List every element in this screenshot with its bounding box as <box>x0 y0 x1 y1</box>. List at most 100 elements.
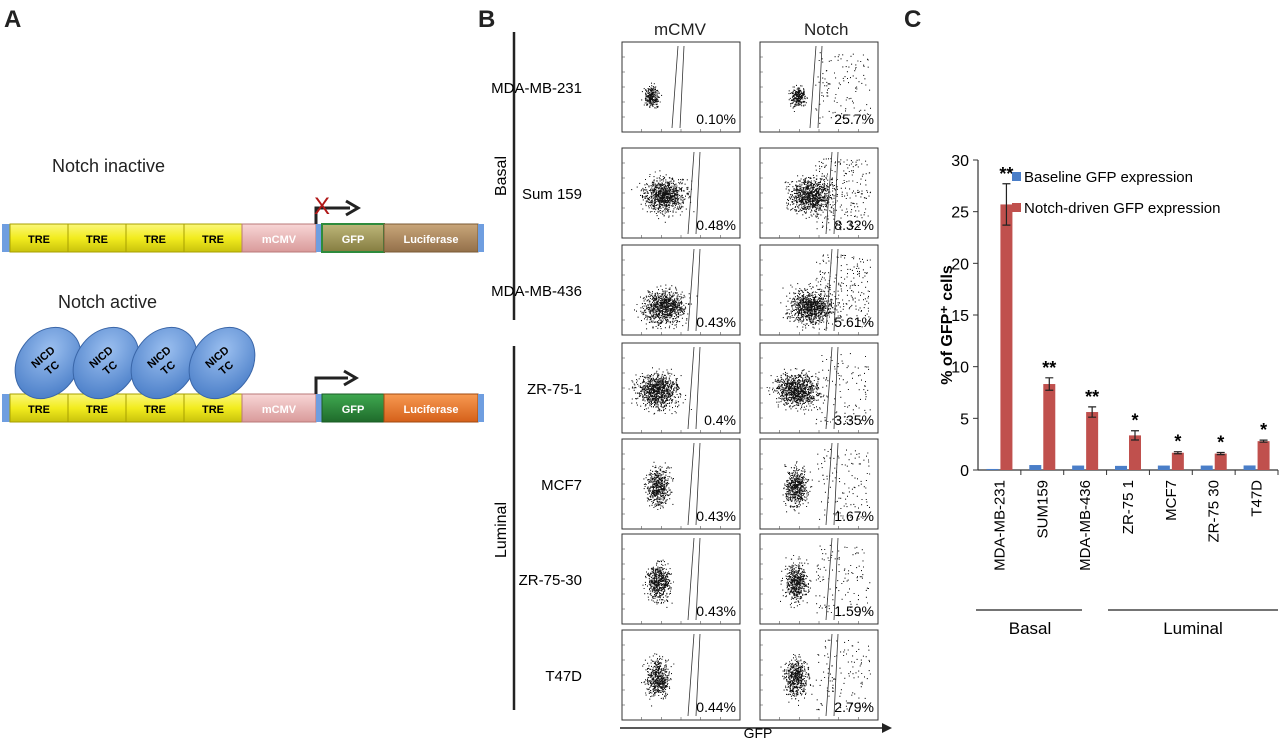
scatter-dots <box>788 52 871 124</box>
notch-inactive-label: Notch inactive <box>52 156 166 176</box>
basal-group-label: Basal <box>1009 619 1052 638</box>
scatter-plot-notch: 25.7% <box>759 41 879 133</box>
legend: Baseline GFP expression Notch-driven GFP… <box>1012 169 1220 217</box>
gfp-percent-notch: 1.59% <box>834 603 874 619</box>
panel-c-letter: C <box>904 6 922 33</box>
col-header-notch: Notch <box>804 20 849 39</box>
plot-frame <box>621 629 741 721</box>
cell-line-label: MDA-MB-436 <box>491 283 582 300</box>
tre-label: TRE <box>28 234 50 246</box>
tre-label: TRE <box>86 404 108 416</box>
gfp-percent-mcmv: 0.48% <box>696 217 736 233</box>
nicd-ellipse <box>130 326 198 400</box>
legend-swatch-baseline <box>1012 172 1021 181</box>
scatter-dots <box>641 653 675 707</box>
gfp-percent-notch: 8.32% <box>834 217 874 233</box>
luminal-group-label: Luminal <box>1163 619 1223 638</box>
tre-label: TRE <box>202 234 224 246</box>
plot-frame <box>621 41 741 133</box>
error-bar <box>1002 183 1011 226</box>
notch-active-label: Notch active <box>58 292 158 312</box>
luciferase-box <box>383 223 479 253</box>
mcmv-label: mCMV <box>262 404 297 416</box>
y-tick-label: 15 <box>951 308 969 325</box>
scatter-plot-mcmv: 0.10% <box>621 41 741 133</box>
error-bar <box>1088 406 1097 418</box>
gfp-percent-notch: 3.35% <box>834 412 874 428</box>
scatter-plot-notch: 2.79% <box>759 629 879 721</box>
gate-line <box>687 248 701 332</box>
scatter-plot-mcmv: 0.43% <box>621 244 741 336</box>
scatter-plot-notch: 3.35% <box>759 342 879 434</box>
significance-mark: ** <box>1085 387 1099 407</box>
luciferase-label: Luciferase <box>403 234 458 246</box>
scatter-plot-mcmv: 0.43% <box>621 533 741 625</box>
gate-line <box>687 346 701 430</box>
scatter-dots <box>784 158 871 231</box>
gfp-percent-mcmv: 0.44% <box>696 699 736 715</box>
tre-label: TRE <box>28 404 50 416</box>
gate-line <box>687 537 701 621</box>
active-construct: TRE TRE TRE TRE mCMV GFP Luciferase NICD… <box>2 326 484 423</box>
cell-line-label: Sum 159 <box>522 186 582 203</box>
gate-line <box>825 346 839 430</box>
error-bar <box>1173 451 1182 455</box>
tre-box <box>183 393 243 423</box>
bar-notch <box>1043 384 1056 470</box>
gfp-percent-mcmv: 0.4% <box>704 412 736 428</box>
gfp-percent-mcmv: 0.43% <box>696 314 736 330</box>
scatter-dots <box>641 82 663 109</box>
scatter-dots <box>780 544 871 617</box>
y-axis-label: % of GFP⁺ cells <box>939 265 956 385</box>
nicd-ellipse <box>72 326 140 400</box>
spacer <box>316 394 322 422</box>
tre-label: TRE <box>144 404 166 416</box>
bar-baseline <box>1072 465 1085 470</box>
construct-diagram: TRE TRE TRE TRE mCMV GFP Luciferase X TR… <box>2 193 484 423</box>
gfp-percent-notch: 25.7% <box>834 111 874 127</box>
gfp-percent-notch: 5.61% <box>834 314 874 330</box>
error-bar <box>1216 451 1225 456</box>
tre-label: TRE <box>144 234 166 246</box>
gfp-label: GFP <box>342 234 365 246</box>
nicd-tc-complex: NICD TC NICD TC NICD TC NICD TC <box>14 326 256 400</box>
gate-line <box>825 537 839 621</box>
scatter-plot-notch: 5.61% <box>759 244 879 336</box>
category-label: MDA-MB-231 <box>991 480 1008 571</box>
gfp-percent-notch: 2.79% <box>834 699 874 715</box>
scatter-plot-mcmv: 0.48% <box>621 147 741 239</box>
bar-notch <box>1171 452 1184 470</box>
blocked-mark: X <box>314 193 330 220</box>
plot-frame <box>759 41 879 133</box>
scatter-dots <box>780 254 871 331</box>
cell-line-label: ZR-75-1 <box>527 381 582 398</box>
scatter-dots <box>628 367 692 415</box>
tre-box <box>183 223 243 253</box>
gfp-axis-arrowhead <box>882 723 892 733</box>
gfp-percent-notch: 1.67% <box>834 508 874 524</box>
y-tick-label: 30 <box>951 153 969 170</box>
mcmv-box <box>241 223 317 253</box>
end-cap-right <box>478 224 484 252</box>
end-cap-right <box>478 394 484 422</box>
bar-baseline <box>1243 465 1256 470</box>
category-label: MDA-MB-436 <box>1077 480 1094 571</box>
luciferase-box <box>383 393 479 423</box>
tre-box <box>9 223 69 253</box>
cell-line-label: T47D <box>545 668 582 685</box>
plot-frame <box>621 438 741 530</box>
end-cap-left <box>2 224 10 252</box>
gfp-axis-label: GFP <box>744 725 773 741</box>
inactive-construct: TRE TRE TRE TRE mCMV GFP Luciferase X <box>2 193 484 253</box>
tre-box <box>67 393 127 423</box>
gate-line <box>671 45 685 129</box>
scatter-dots <box>631 170 695 223</box>
category-label: ZR-75 30 <box>1206 480 1223 543</box>
gate-line <box>825 633 839 717</box>
gfp-percent-mcmv: 0.43% <box>696 603 736 619</box>
plot-frame <box>759 629 879 721</box>
error-bar <box>1131 430 1139 441</box>
y-tick-label: 20 <box>951 256 969 273</box>
bar-baseline <box>1115 465 1127 470</box>
